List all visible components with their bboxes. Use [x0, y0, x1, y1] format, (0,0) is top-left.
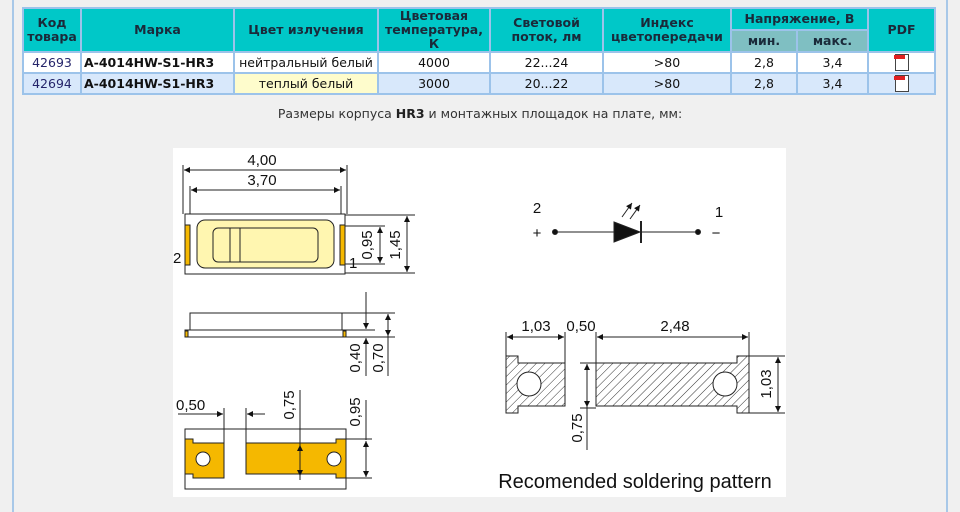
- footprint-title: Recomended soldering pattern: [498, 471, 772, 493]
- caption-text: Размеры корпуса: [277, 106, 396, 121]
- cell-pdf: [869, 74, 934, 93]
- product-table: Код товара Марка Цвет излучения Цветовая…: [22, 7, 936, 95]
- side-view: [184, 292, 395, 376]
- cell-flux: 22...24: [491, 53, 602, 72]
- page-border-right: [946, 0, 948, 512]
- dim-label: 0,95: [347, 397, 364, 426]
- dimensions-caption: Размеры корпуса HR3 и монтажных площадок…: [0, 106, 960, 121]
- dim-label: 3,70: [247, 172, 276, 189]
- dim-label: 2,48: [660, 318, 689, 335]
- pin-label: 1: [715, 204, 723, 221]
- cell-vmax: 3,4: [798, 53, 867, 72]
- dim-label: 1,03: [521, 318, 550, 335]
- cell-pdf: [869, 53, 934, 72]
- cell-temp: 3000: [379, 74, 489, 93]
- pin-label: 2: [173, 250, 181, 267]
- cell-color: теплый белый: [235, 74, 377, 93]
- header-cri: Индекс цветопередачи: [604, 9, 730, 51]
- caption-text: и монтажных площадок на плате, мм:: [424, 106, 683, 121]
- header-flux: Световой поток, лм: [491, 9, 602, 51]
- dim-label: 0,40: [347, 343, 364, 372]
- dim-label: 0,75: [569, 413, 586, 442]
- dim-label: 1,45: [387, 230, 404, 259]
- pdf-icon[interactable]: [893, 54, 909, 71]
- dim-label: 0,50: [566, 318, 595, 335]
- header-voltage: Напряжение, В: [732, 9, 867, 29]
- dim-label: 0,70: [370, 343, 387, 372]
- polarity-minus: −: [712, 225, 721, 242]
- dim-label: 0,50: [176, 397, 205, 414]
- cell-color: нейтральный белый: [235, 53, 377, 72]
- header-code: Код товара: [24, 9, 80, 51]
- pdf-icon[interactable]: [893, 75, 909, 92]
- header-temp: Цветовая температура, К: [379, 9, 489, 51]
- dim-label: 1,03: [758, 369, 775, 398]
- top-view: [182, 165, 415, 275]
- header-vmax: макс.: [798, 31, 867, 51]
- header-color: Цвет излучения: [235, 9, 377, 51]
- cell-mark: A-4014HW-S1-HR3: [82, 53, 233, 72]
- diode-symbol: [552, 202, 701, 243]
- cell-cri: >80: [604, 53, 730, 72]
- page-border-left: [12, 0, 14, 512]
- cell-vmin: 2,8: [732, 74, 796, 93]
- pin-label: 2: [533, 200, 541, 217]
- dim-label: 4,00: [247, 152, 276, 169]
- dim-label: 0,95: [359, 230, 376, 259]
- cell-flux: 20...22: [491, 74, 602, 93]
- cell-vmax: 3,4: [798, 74, 867, 93]
- cell-temp: 4000: [379, 53, 489, 72]
- polarity-plus: +: [533, 225, 542, 242]
- table-row: 42693 A-4014HW-S1-HR3 нейтральный белый …: [24, 53, 934, 72]
- cell-cri: >80: [604, 74, 730, 93]
- header-vmin: мин.: [732, 31, 796, 51]
- cell-code[interactable]: 42693: [24, 53, 80, 72]
- bottom-view: [178, 390, 372, 490]
- pin-label: 1: [349, 255, 357, 272]
- table-row: 42694 A-4014HW-S1-HR3 теплый белый 3000 …: [24, 74, 934, 93]
- cell-mark: A-4014HW-S1-HR3: [82, 74, 233, 93]
- header-mark: Марка: [82, 9, 233, 51]
- dim-label: 0,75: [281, 390, 298, 419]
- cell-vmin: 2,8: [732, 53, 796, 72]
- cell-code[interactable]: 42694: [24, 74, 80, 93]
- soldering-pattern: [505, 332, 785, 450]
- header-pdf: PDF: [869, 9, 934, 51]
- caption-package: HR3: [395, 106, 425, 121]
